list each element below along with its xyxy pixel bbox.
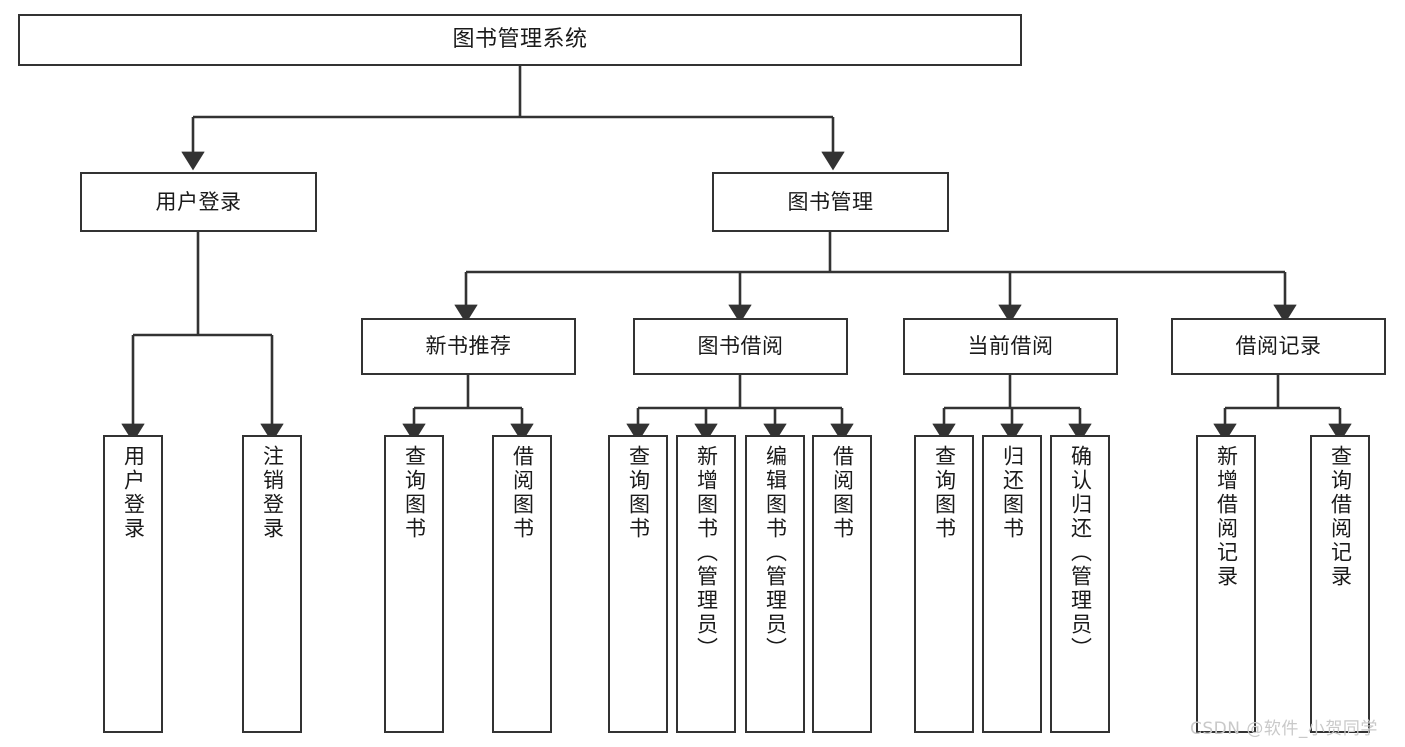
node-label: 新增借阅记录 xyxy=(1214,445,1239,589)
leaf-user-login[interactable]: 用户登录 xyxy=(103,435,163,733)
leaf-edit-book-admin[interactable]: 编辑图书（管理员） xyxy=(745,435,805,733)
node-new-book-recommend[interactable]: 新书推荐 xyxy=(361,318,576,375)
node-label: 图书借阅 xyxy=(697,334,784,359)
leaf-return-book[interactable]: 归还图书 xyxy=(982,435,1042,733)
leaf-query-borrow-record[interactable]: 查询借阅记录 xyxy=(1310,435,1370,733)
leaf-confirm-return-admin[interactable]: 确认归还（管理员） xyxy=(1050,435,1110,733)
leaf-query-book-borrow[interactable]: 查询图书 xyxy=(608,435,668,733)
leaf-query-book-current[interactable]: 查询图书 xyxy=(914,435,974,733)
node-label: 用户登录 xyxy=(121,445,146,541)
watermark-text: CSDN @软件_小贺同学 xyxy=(1190,719,1378,739)
node-label: 注销登录 xyxy=(260,445,285,541)
node-user-login[interactable]: 用户登录 xyxy=(80,172,317,232)
node-label: 借阅记录 xyxy=(1235,334,1322,359)
node-label: 图书管理系统 xyxy=(452,27,588,53)
leaf-logout-login[interactable]: 注销登录 xyxy=(242,435,302,733)
node-label: 查询借阅记录 xyxy=(1328,445,1353,589)
node-label: 借阅图书 xyxy=(830,445,855,541)
node-label: 查询图书 xyxy=(402,445,427,541)
leaf-query-book-recommend[interactable]: 查询图书 xyxy=(384,435,444,733)
node-label: 图书管理 xyxy=(787,189,874,214)
leaf-borrow-book[interactable]: 借阅图书 xyxy=(812,435,872,733)
leaf-add-borrow-record[interactable]: 新增借阅记录 xyxy=(1196,435,1256,733)
node-book-management[interactable]: 图书管理 xyxy=(712,172,949,232)
node-current-borrow[interactable]: 当前借阅 xyxy=(903,318,1118,375)
node-label: 编辑图书（管理员） xyxy=(763,445,788,661)
node-label: 查询图书 xyxy=(626,445,651,541)
node-book-borrow[interactable]: 图书借阅 xyxy=(633,318,848,375)
node-label: 借阅图书 xyxy=(510,445,535,541)
node-root-system[interactable]: 图书管理系统 xyxy=(18,14,1022,66)
node-label: 当前借阅 xyxy=(967,334,1054,359)
leaf-borrow-book-recommend[interactable]: 借阅图书 xyxy=(492,435,552,733)
node-borrow-record[interactable]: 借阅记录 xyxy=(1171,318,1386,375)
node-label: 查询图书 xyxy=(932,445,957,541)
node-label: 归还图书 xyxy=(1000,445,1025,541)
node-label: 确认归还（管理员） xyxy=(1068,445,1093,661)
node-label: 新书推荐 xyxy=(425,334,512,359)
leaf-add-book-admin[interactable]: 新增图书（管理员） xyxy=(676,435,736,733)
node-label: 用户登录 xyxy=(155,189,242,214)
node-label: 新增图书（管理员） xyxy=(694,445,719,661)
